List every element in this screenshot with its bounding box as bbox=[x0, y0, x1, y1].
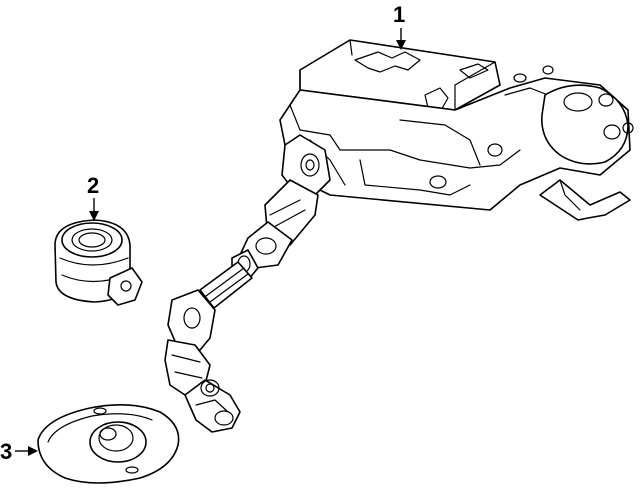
callout-3-arrowhead bbox=[28, 446, 38, 456]
callout-2: 2 bbox=[87, 173, 99, 221]
callout-3: 3 bbox=[0, 439, 38, 464]
callout-1-arrowhead bbox=[396, 40, 406, 50]
callout-2-arrowhead bbox=[89, 211, 99, 221]
steering-column-assembly bbox=[164, 39, 634, 433]
callout-2-label: 2 bbox=[87, 173, 99, 198]
column-bearing-part bbox=[54, 219, 143, 306]
dust-boot-seal-part bbox=[37, 404, 180, 484]
callout-1: 1 bbox=[393, 2, 406, 50]
callout-3-label: 3 bbox=[0, 439, 12, 464]
callout-1-label: 1 bbox=[393, 2, 405, 27]
